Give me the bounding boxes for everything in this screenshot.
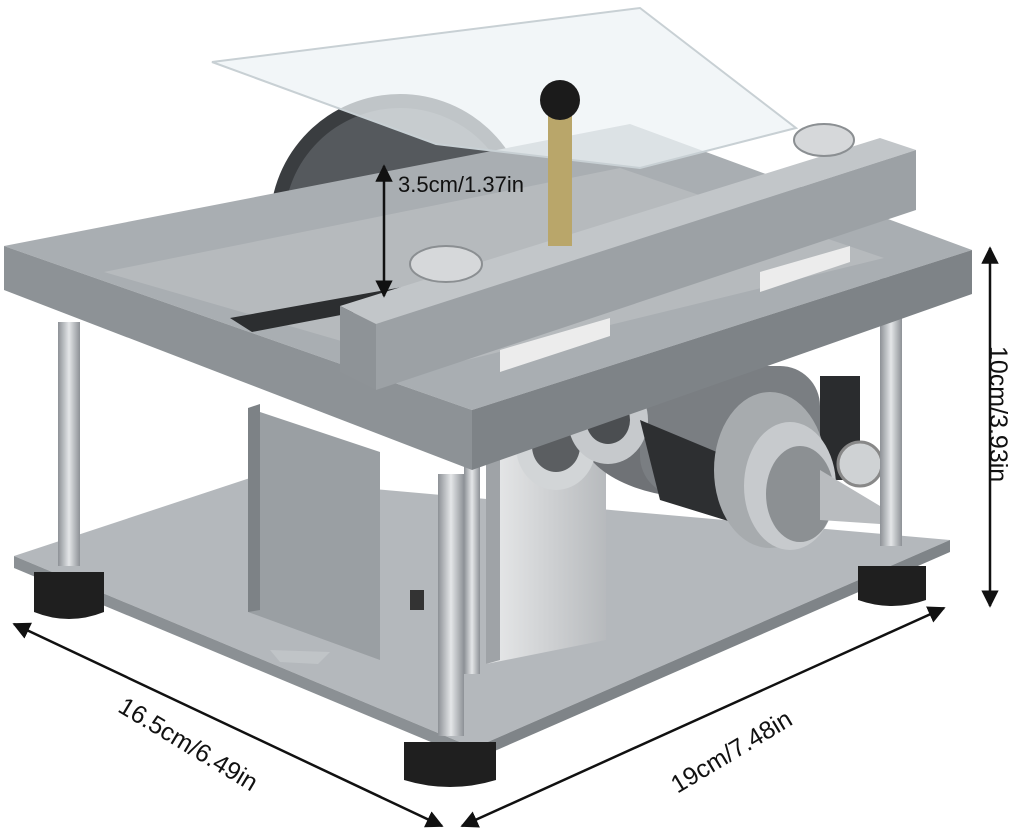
acrylic-blade-guard — [211, 6, 799, 246]
blade-height-label: 3.5cm/1.37in — [398, 172, 524, 197]
support-rods — [58, 278, 902, 736]
width-arrow — [460, 606, 946, 828]
dimension-arrows — [12, 164, 999, 828]
wing-nuts — [409, 123, 855, 283]
rip-fence — [340, 138, 916, 390]
ruler-scale — [500, 246, 850, 372]
drill-chuck — [640, 392, 884, 550]
height-label: 10cm/3.93in — [984, 346, 1012, 483]
depth-arrow — [12, 622, 444, 828]
